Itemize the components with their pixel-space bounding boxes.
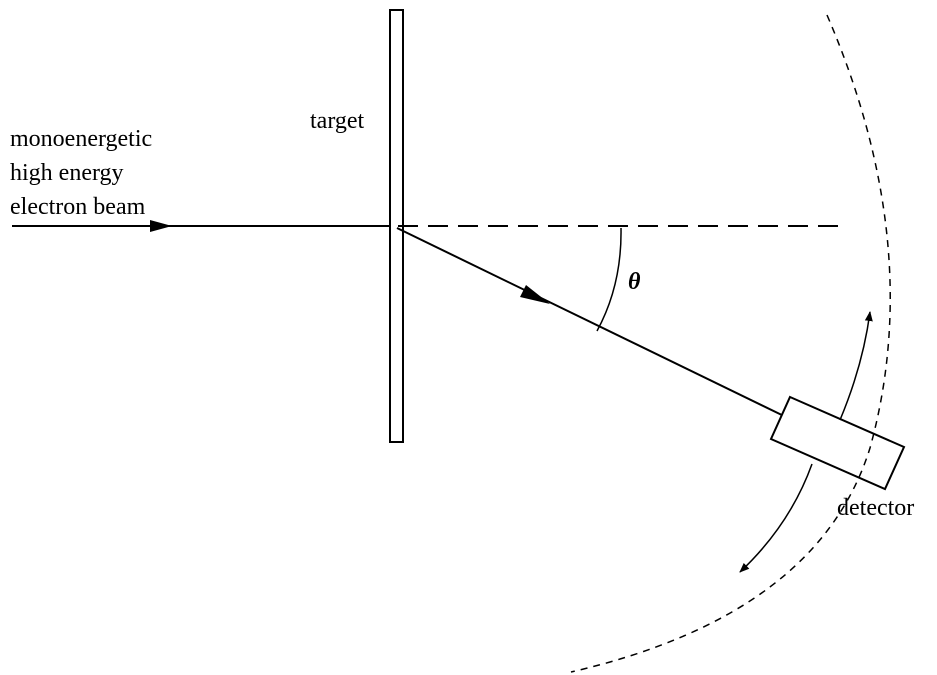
target-label: target	[310, 108, 365, 134]
beam-label-line-2: high energy	[10, 160, 124, 186]
rotation-arrow-down	[739, 463, 813, 573]
rotation-arrow-up	[839, 311, 873, 421]
scattered-beam	[396, 227, 789, 419]
incident-beam-arrowhead	[150, 220, 172, 232]
beam-label-line-1: monoenergetic	[10, 126, 152, 152]
angle-arc	[596, 227, 622, 332]
detector	[769, 395, 906, 491]
detector-label: detector	[837, 495, 914, 521]
beam-label-line-3: electron beam	[10, 194, 146, 220]
angle-label: θ	[628, 269, 641, 295]
scattered-beam-arrowhead	[520, 285, 550, 304]
detector-rotation-path	[570, 14, 891, 673]
